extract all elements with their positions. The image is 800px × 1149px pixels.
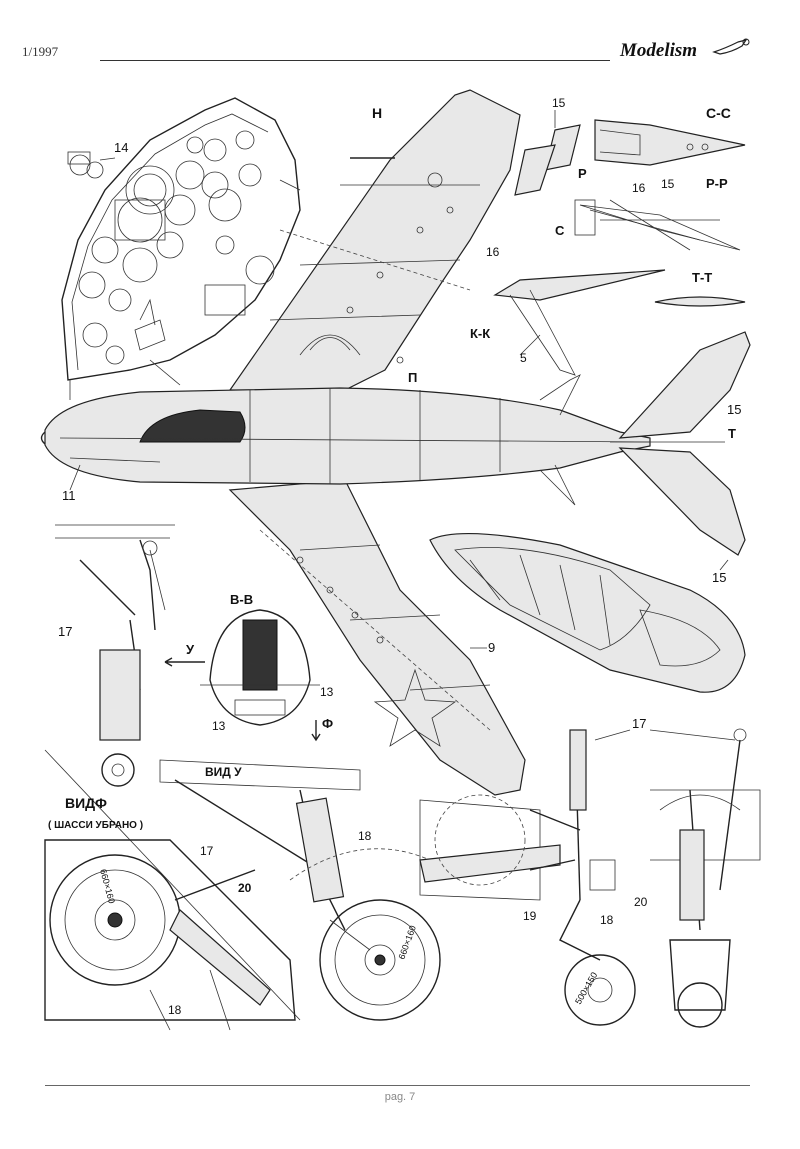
callout-15-top: 15 xyxy=(552,96,566,110)
lower-stabilizer xyxy=(618,447,746,556)
main-gear-view-f xyxy=(44,749,301,1031)
callout-17-nose: 17 xyxy=(58,624,72,639)
instrument-dials xyxy=(78,130,275,365)
star-insignia-icon xyxy=(373,668,457,747)
section-label-p-small: Р xyxy=(578,166,587,181)
canopy xyxy=(139,409,246,443)
callout-18-front: 18 xyxy=(600,913,614,927)
callout-17-viewf: 17 xyxy=(200,844,214,858)
left-wing xyxy=(228,89,521,391)
callout-15-cc: 15 xyxy=(661,177,675,191)
aircraft-technical-drawing: 14 xyxy=(40,89,761,1031)
brand-airplane-icon xyxy=(712,38,750,55)
callout-13-right: 13 xyxy=(320,685,334,699)
page-number: pag. 7 xyxy=(384,1091,416,1103)
footer-rule xyxy=(45,1085,750,1086)
callout-20-side: 20 xyxy=(634,895,648,909)
callout-13-left: 13 xyxy=(212,719,226,733)
upper-stabilizer xyxy=(618,331,751,439)
instrument-panel xyxy=(61,97,301,400)
section-label-t: Т xyxy=(728,426,736,441)
fuselage xyxy=(44,387,651,485)
callout-5: 5 xyxy=(520,351,527,365)
right-wing xyxy=(228,479,526,796)
magazine-brand: Modelism xyxy=(620,40,698,61)
aircraft-top-view xyxy=(40,89,751,796)
main-gear-side xyxy=(659,728,747,1028)
nose-gear-side xyxy=(55,524,175,787)
callout-17-front: 17 xyxy=(632,716,646,731)
callout-19: 19 xyxy=(523,909,537,923)
view-label-f: ВИДФ xyxy=(65,795,107,811)
section-label-p: П xyxy=(408,370,417,385)
section-label-bb: В-В xyxy=(230,592,253,607)
canopy-detail xyxy=(429,532,746,693)
section-label-u-arrow: У xyxy=(186,642,195,657)
section-label-kk: К-К xyxy=(470,326,490,341)
section-label-f-arrow: Ф xyxy=(322,716,333,731)
callout-11: 11 xyxy=(62,488,76,503)
view-label-u: ВИД У xyxy=(205,765,242,779)
callout-18-viewf: 18 xyxy=(168,1003,182,1017)
callout-18-mid: 18 xyxy=(358,829,372,843)
section-label-tt: Т-Т xyxy=(692,270,712,285)
section-label-pp: Р-Р xyxy=(706,176,728,191)
main-gear-view-u xyxy=(159,759,441,1021)
section-label-cc: С-С xyxy=(706,105,731,121)
callout-16-pp: 16 xyxy=(632,181,646,195)
header-rule xyxy=(100,60,610,61)
callout-14: 14 xyxy=(114,140,128,155)
section-details xyxy=(493,110,746,376)
callout-20-viewf: 20 xyxy=(238,881,252,895)
callout-9: 9 xyxy=(488,640,495,655)
issue-number: 1/1997 xyxy=(22,44,59,59)
tire-marking-view-f: 660×160 xyxy=(98,868,117,905)
section-label-h: Н xyxy=(372,105,382,121)
main-gear-front xyxy=(419,729,761,1026)
callout-15-tail: 15 xyxy=(727,402,741,417)
callout-16: 16 xyxy=(486,245,500,259)
callout-15-stab: 15 xyxy=(712,570,726,585)
section-bb xyxy=(200,609,320,726)
tire-marking-view-u: 660×160 xyxy=(396,924,417,961)
panel-knob-14 xyxy=(67,151,116,179)
section-label-c: С xyxy=(555,223,565,238)
view-note-gear-retracted: ( ШАССИ УБРАНО ) xyxy=(48,820,143,831)
